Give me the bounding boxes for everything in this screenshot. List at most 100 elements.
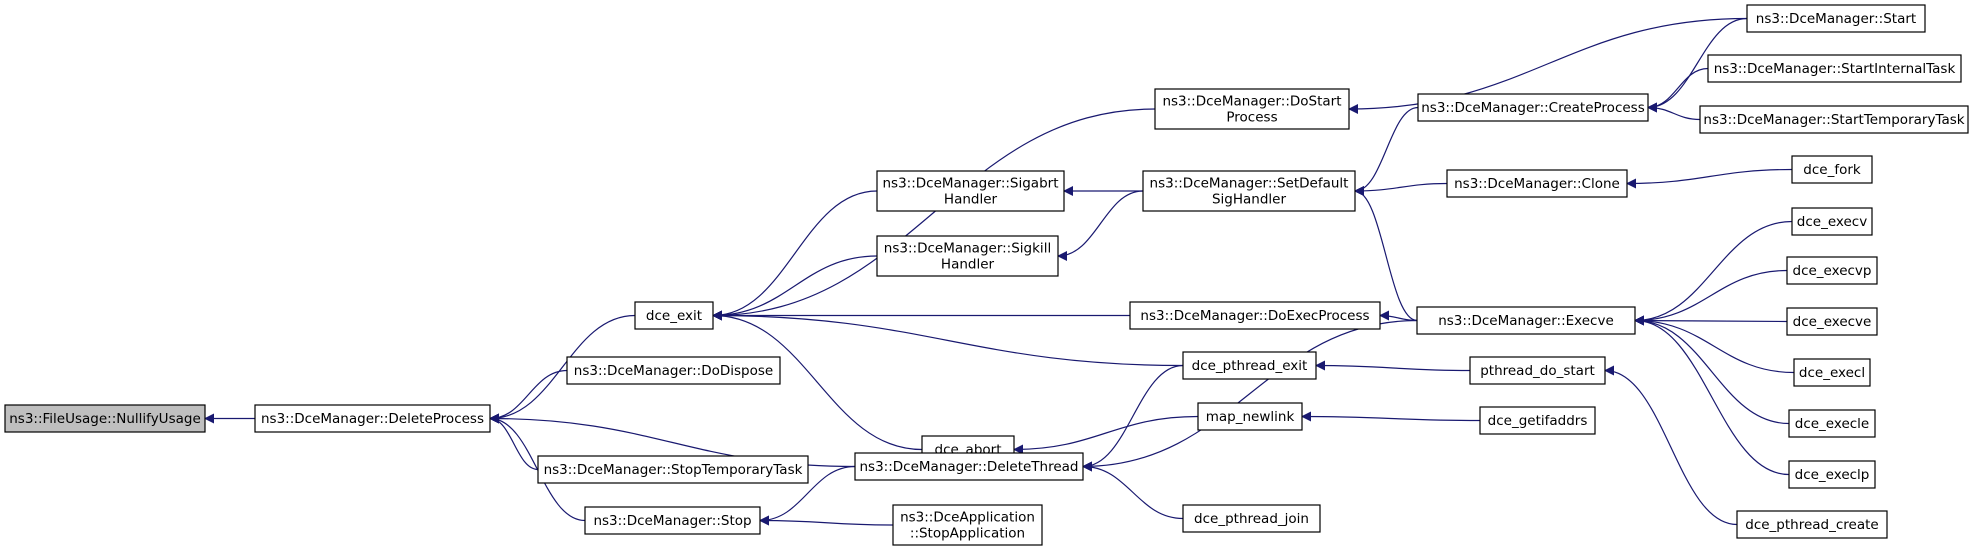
node-dce_execv[interactable]: dce_execv xyxy=(1791,207,1873,236)
node-box xyxy=(876,235,1059,277)
edge-dce_execve-to-execve xyxy=(1634,315,1788,326)
node-label: ns3::DceManager::Stop xyxy=(593,513,751,529)
node-label: ns3::DceManager::Start xyxy=(1756,11,1916,27)
node-label: Process xyxy=(1226,110,1277,126)
node-box xyxy=(1786,256,1878,285)
node-label: dce_pthread_join xyxy=(1194,511,1309,527)
node-deletethread[interactable]: ns3::DceManager::DeleteThread xyxy=(854,452,1084,481)
node-box xyxy=(1699,105,1969,134)
edge-setdefault-to-sigkill xyxy=(1057,190,1144,261)
edge-pthread_create-to-pthread_do_start xyxy=(1604,365,1738,526)
node-label: dce_fork xyxy=(1803,162,1861,178)
edge-dce_execle-to-execve xyxy=(1634,315,1790,425)
edge-startinternal-to-createprocess xyxy=(1647,67,1709,113)
node-label: ns3::FileUsage::NullifyUsage xyxy=(9,411,201,427)
node-label: map_newlink xyxy=(1206,409,1295,425)
node-box xyxy=(892,504,1043,546)
node-dce_fork[interactable]: dce_fork xyxy=(1791,155,1873,184)
node-box xyxy=(854,452,1084,481)
edge-dce_execlp-to-execve xyxy=(1634,315,1790,476)
node-dce_execve[interactable]: dce_execve xyxy=(1786,307,1878,336)
node-deleteprocess[interactable]: ns3::DceManager::DeleteProcess xyxy=(254,404,491,433)
node-clone[interactable]: ns3::DceManager::Clone xyxy=(1446,169,1628,198)
node-label: dce_execve xyxy=(1793,314,1872,330)
node-box xyxy=(1197,402,1303,431)
node-label: dce_execl xyxy=(1799,365,1865,381)
node-box xyxy=(1736,510,1888,539)
node-stoptemptask[interactable]: ns3::DceManager::StopTemporaryTask xyxy=(537,455,809,484)
node-label: ns3::DceManager::Clone xyxy=(1454,176,1620,192)
node-dce_exit[interactable]: dce_exit xyxy=(634,301,714,330)
edge-starttemporary-to-createprocess xyxy=(1647,102,1701,121)
node-pthread_join[interactable]: dce_pthread_join xyxy=(1182,504,1321,533)
node-box xyxy=(1129,301,1381,330)
node-box xyxy=(1788,409,1876,438)
node-map_newlink[interactable]: map_newlink xyxy=(1197,402,1303,431)
node-label: pthread_do_start xyxy=(1480,363,1595,379)
edge-sigabrt-to-dce_exit xyxy=(712,190,878,321)
node-startinternal[interactable]: ns3::DceManager::StartInternalTask xyxy=(1707,54,1962,83)
node-label: dce_execle xyxy=(1795,416,1869,432)
node-box xyxy=(566,356,781,385)
node-label: ns3::DceManager::CreateProcess xyxy=(1421,100,1645,116)
node-box xyxy=(1154,88,1350,130)
node-dce_execl[interactable]: dce_execl xyxy=(1793,358,1871,387)
node-stopapp[interactable]: ns3::DceApplication::StopApplication xyxy=(892,504,1043,546)
edge-stopapp-to-stop xyxy=(759,515,894,526)
node-box xyxy=(1786,307,1878,336)
node-label: ns3::DceManager::Sigkill xyxy=(884,241,1051,257)
node-getifaddrs[interactable]: dce_getifaddrs xyxy=(1479,406,1596,435)
node-label: dce_execv xyxy=(1797,214,1867,230)
node-label: ::StopApplication xyxy=(910,526,1025,542)
node-label: Handler xyxy=(941,257,995,273)
node-label: Handler xyxy=(944,192,998,208)
node-box xyxy=(254,404,491,433)
edge-dce_execv-to-execve xyxy=(1634,220,1793,326)
node-nullify[interactable]: ns3::FileUsage::NullifyUsage xyxy=(4,404,206,433)
edge-createprocess-to-setdefault xyxy=(1354,106,1419,196)
node-box xyxy=(537,455,809,484)
node-createprocess[interactable]: ns3::DceManager::CreateProcess xyxy=(1417,93,1649,122)
node-dce_execvp[interactable]: dce_execvp xyxy=(1786,256,1878,285)
edge-dce_execl-to-execve xyxy=(1634,315,1795,374)
node-label: dce_exit xyxy=(646,308,702,324)
edge-dce_abort-to-dce_exit xyxy=(712,310,923,451)
node-box xyxy=(1182,351,1317,380)
node-box xyxy=(1446,169,1628,198)
node-box xyxy=(1469,356,1606,385)
edge-dce_execvp-to-execve xyxy=(1634,269,1788,326)
node-dce_execle[interactable]: dce_execle xyxy=(1788,409,1876,438)
edge-execve-to-deletethread xyxy=(1082,319,1418,472)
edge-clone-to-setdefault xyxy=(1354,182,1448,196)
node-box xyxy=(634,301,714,330)
edge-pthread_join-to-deletethread xyxy=(1082,461,1184,520)
node-label: ns3::DceManager::DeleteProcess xyxy=(261,411,484,427)
edge-map_newlink-to-dce_abort xyxy=(1013,415,1199,455)
node-pthread_create[interactable]: dce_pthread_create xyxy=(1736,510,1888,539)
node-box xyxy=(876,170,1065,212)
edge-stoptemptask-to-deleteprocess xyxy=(489,413,539,471)
node-box xyxy=(1182,504,1321,533)
edge-start-to-dostart xyxy=(1348,17,1748,114)
node-start[interactable]: ns3::DceManager::Start xyxy=(1746,4,1926,33)
node-box xyxy=(1793,358,1871,387)
node-execve[interactable]: ns3::DceManager::Execve xyxy=(1416,306,1636,335)
node-dodispose[interactable]: ns3::DceManager::DoDispose xyxy=(566,356,781,385)
node-dce_execlp[interactable]: dce_execlp xyxy=(1788,460,1876,489)
node-label: ns3::DceManager::StartInternalTask xyxy=(1714,61,1956,77)
node-pthread_exit[interactable]: dce_pthread_exit xyxy=(1182,351,1317,380)
node-doexec[interactable]: ns3::DceManager::DoExecProcess xyxy=(1129,301,1381,330)
node-label: ns3::DceApplication xyxy=(900,510,1035,526)
node-starttemporary[interactable]: ns3::DceManager::StartTemporaryTask xyxy=(1699,105,1969,134)
node-box xyxy=(1707,54,1962,83)
node-stop[interactable]: ns3::DceManager::Stop xyxy=(584,506,761,535)
edge-dce_fork-to-clone xyxy=(1626,168,1793,189)
node-label: dce_getifaddrs xyxy=(1488,413,1588,429)
node-label: ns3::DceManager::StartTemporaryTask xyxy=(1703,112,1964,128)
node-pthread_do_start[interactable]: pthread_do_start xyxy=(1469,356,1606,385)
